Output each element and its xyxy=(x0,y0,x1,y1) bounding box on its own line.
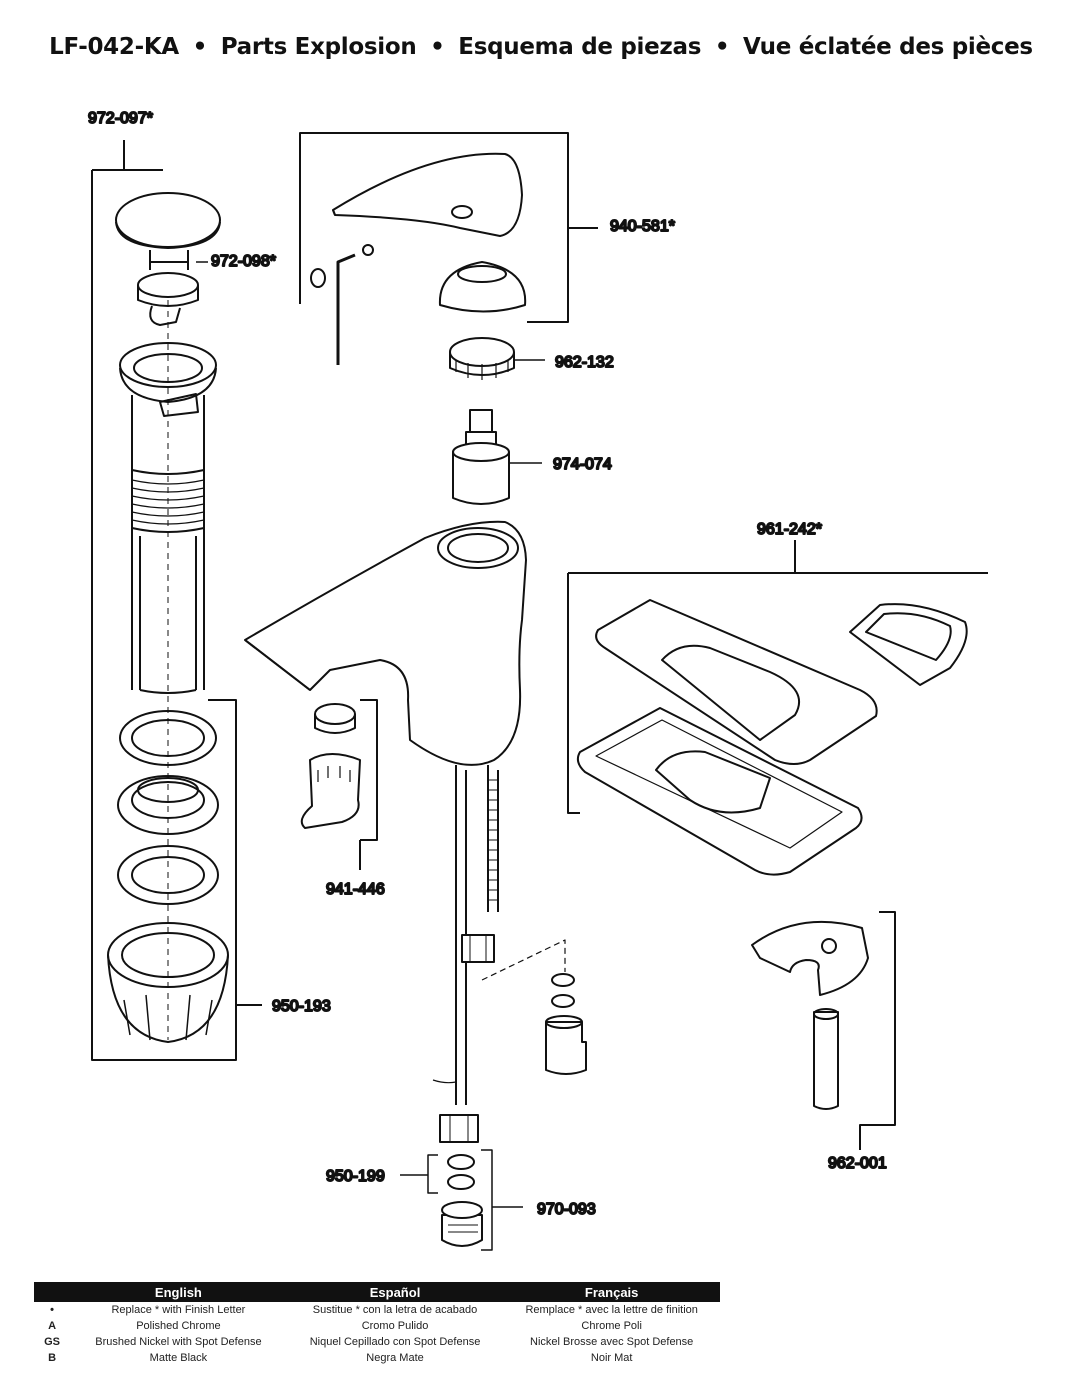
label-962-001: 962-001 xyxy=(828,1155,887,1172)
legend-spanish: Negra Mate xyxy=(366,1352,424,1364)
drain-flange xyxy=(119,342,217,388)
bracket-941-446 xyxy=(359,699,378,870)
aerator-key xyxy=(300,753,361,829)
legend-row: B Matte Black Negra Mate Noir Mat xyxy=(34,1350,720,1366)
label-962-132: 962-132 xyxy=(555,354,614,371)
label-974-074: 974-074 xyxy=(553,456,612,473)
legend-french: Nickel Brosse avec Spot Defense xyxy=(530,1336,694,1348)
legend-english: Replace * with Finish Letter xyxy=(111,1304,246,1316)
deck-plate-assembly xyxy=(567,540,988,876)
legend-french: Noir Mat xyxy=(590,1352,633,1364)
legend-header-spanish: Español xyxy=(286,1282,504,1302)
supply-adapter xyxy=(545,1021,587,1075)
legend-spanish: Sustitue * con la letra de acabado xyxy=(312,1304,478,1316)
title-model: LF-042-KA xyxy=(49,34,179,60)
supply-nut xyxy=(439,1114,479,1143)
bracket-970-093 xyxy=(481,1149,523,1251)
legend-english: Matte Black xyxy=(149,1352,208,1364)
supply-adapter-lower xyxy=(400,1149,523,1251)
legend-row: GS Brushed Nickel with Spot Defense Niqu… xyxy=(34,1334,720,1350)
label-972-097: 972-097* xyxy=(88,110,153,127)
hex-key xyxy=(336,253,356,365)
deck-plate-top xyxy=(595,599,878,765)
label-941-446: 941-446 xyxy=(326,881,385,898)
drain-gasket xyxy=(117,845,219,905)
legend-key: • xyxy=(50,1304,54,1316)
bracket-950-193 xyxy=(208,699,262,1006)
legend-key: A xyxy=(48,1320,57,1332)
aerator xyxy=(314,703,356,725)
bracket-961-242 xyxy=(567,540,988,814)
bonnet-nut xyxy=(449,337,515,367)
faucet-body xyxy=(244,520,566,1143)
handle-escutcheon xyxy=(438,261,527,313)
title-separator: • xyxy=(192,34,208,60)
finish-legend-table: English Español Français • Replace * wit… xyxy=(34,1282,720,1366)
supply-adapter-right xyxy=(545,973,587,1075)
title-separator: • xyxy=(714,34,730,60)
handle-assembly xyxy=(299,132,598,505)
deck-gasket-large xyxy=(576,707,863,876)
legend-header-french: Français xyxy=(503,1282,720,1302)
cartridge xyxy=(452,442,510,462)
legend-header-row: English Español Français xyxy=(34,1282,720,1302)
tube-nut xyxy=(461,934,495,963)
label-961-242: 961-242* xyxy=(757,521,822,538)
legend-spanish: Niquel Cepillado con Spot Defense xyxy=(309,1336,481,1348)
bracket-950-199 xyxy=(400,1154,438,1194)
legend-key: GS xyxy=(44,1336,60,1348)
legend-spanish: Cromo Pulido xyxy=(361,1320,429,1332)
drain-body xyxy=(131,395,205,690)
set-screw xyxy=(362,244,374,256)
popup-cap xyxy=(115,192,221,248)
faucet-spout xyxy=(244,520,527,766)
set-screw-head xyxy=(310,268,326,288)
legend-english: Polished Chrome xyxy=(136,1320,221,1332)
legend-header-blank xyxy=(34,1282,71,1302)
page-title: LF-042-KA • Parts Explosion • Esquema de… xyxy=(0,34,1082,60)
label-970-093: 970-093 xyxy=(537,1201,596,1218)
legend-french: Remplace * avec la lettre de finition xyxy=(525,1304,698,1316)
legend-row: A Polished Chrome Cromo Pulido Chrome Po… xyxy=(34,1318,720,1334)
title-french: Vue éclatée des pièces xyxy=(742,34,1033,60)
drain-assembly xyxy=(91,140,262,1061)
label-950-193: 950-193 xyxy=(272,998,331,1015)
title-english: Parts Explosion xyxy=(220,34,417,60)
bracket-940-581 xyxy=(299,132,598,323)
legend-french: Chrome Poli xyxy=(581,1320,642,1332)
spacer-tube xyxy=(813,1011,839,1110)
handle-lever xyxy=(332,152,523,237)
label-940-581: 940-581* xyxy=(610,218,675,235)
aerator-assembly xyxy=(300,699,378,870)
mounting-plate xyxy=(751,920,869,996)
label-972-098: 972-098* xyxy=(211,253,276,270)
legend-english: Brushed Nickel with Spot Defense xyxy=(95,1336,262,1348)
deck-gasket-small xyxy=(849,603,968,686)
label-950-199: 950-199 xyxy=(326,1168,385,1185)
title-spanish: Esquema de piezas xyxy=(458,34,702,60)
cartridge-stem xyxy=(465,409,497,447)
legend-key: B xyxy=(48,1352,57,1364)
legend-header-english: English xyxy=(70,1282,287,1302)
mounting-hardware xyxy=(751,911,896,1150)
legend-row: • Replace * with Finish Letter Sustitue … xyxy=(34,1302,720,1318)
title-separator: • xyxy=(430,34,445,60)
bracket-962-001 xyxy=(859,911,896,1150)
stopper-stem xyxy=(149,250,189,270)
